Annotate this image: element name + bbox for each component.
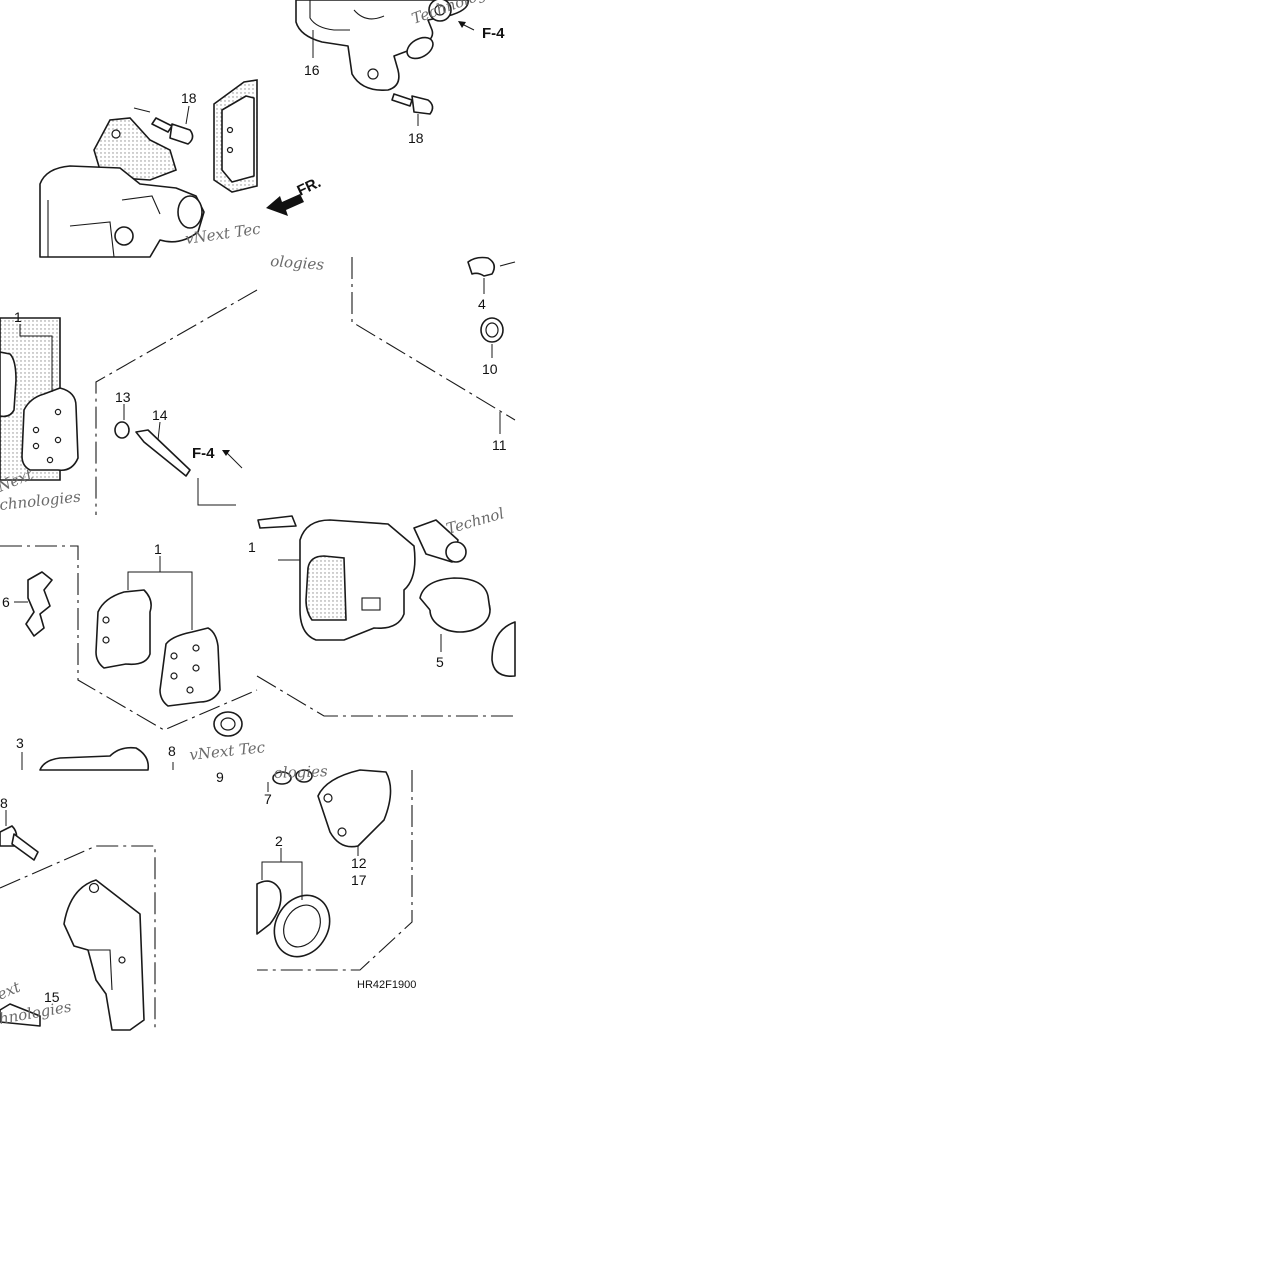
piston-top [419,577,491,611]
callout-5: 5 [436,654,444,670]
callout-7: 7 [264,791,272,807]
callout-16: 16 [304,62,320,78]
watermark: chnologies [0,488,82,514]
tile-caliper-top: F-4 16 18 Technologies [295,0,509,146]
tile-bracket: 8 15 ext hnologies [0,795,156,1031]
callout-1: 1 [154,541,162,557]
tile-seals: 4 10 11 [351,256,516,453]
callout-11: 11 [492,437,507,453]
pin-15 [0,1003,41,1027]
callout-9: 9 [216,769,224,785]
watermark: Technol [444,504,506,538]
pin-boot [406,36,434,60]
callout-8: 8 [168,743,176,759]
callout-3: 3 [16,735,24,751]
tile-pad-set-main: 6 1 3 8 9 vNext Tec [0,541,266,785]
tile-caliper-piston: 5 1 Technol [248,504,516,717]
seal-ring [491,621,516,677]
pin-boot [177,195,203,229]
bolt-18-shank [151,117,173,133]
seal-2-left [256,880,282,935]
callout-2: 2 [275,833,283,849]
callout-1: 1 [14,309,22,325]
caliper-window [305,555,347,621]
front-arrow-icon [266,194,304,216]
callout-4: 4 [478,296,486,312]
callout-8: 8 [0,795,8,811]
tile-caliper-assembly: 18 FR. vNext Tec ologies [39,79,325,274]
arrow-head [458,21,466,28]
bracket-12 [317,769,392,848]
bolt-8-shank [11,833,39,861]
callout-1-cut: 1 [248,539,256,555]
watermark: ext [0,977,24,1003]
washer-7 [272,771,292,785]
callout-6: 6 [2,594,10,610]
bleeder-screw [257,515,297,529]
callout-13: 13 [115,389,131,405]
callout-18: 18 [408,130,424,146]
pin-14 [135,429,191,477]
bleeder-port [114,226,134,246]
callout-14: 14 [152,407,168,423]
bolt-18-head [411,95,434,115]
ref-f4-mid: F-4 [192,445,215,462]
pad-plate [221,95,255,183]
tile-seal-kit: 7 12 17 2 HR42F1900 ologies [256,762,416,991]
bracket-15 [63,879,145,1031]
callout-17: 17 [351,872,367,888]
watermark: ologies [274,762,329,782]
callout-18: 18 [181,90,197,106]
ref-front: FR. [295,174,324,200]
caliper-body-edge [353,9,385,20]
bolt-18-shank [391,93,413,107]
pad-1-left [95,589,152,669]
callout-15: 15 [44,989,60,1005]
ref-f4-top: F-4 [482,25,505,42]
caliper-body-edge [309,0,350,31]
pad-left [0,351,17,418]
bleeder-hole [434,4,446,16]
callout-10: 10 [482,361,498,377]
cap-13 [114,421,130,439]
mount-hole [367,68,379,80]
pad-right [21,387,79,472]
watermark: vNext Tec [189,738,267,764]
bolt-18-head [169,123,194,145]
watermark: ologies [270,252,325,274]
diagram-code: HR42F1900 [357,979,416,991]
tile-pad-set-left: 1 13 14 F-4 Next chnologies [0,289,258,515]
caliper-3 [39,746,150,771]
arrow-head [222,450,230,456]
callout-12: 12 [351,855,367,871]
spring-6 [25,571,53,637]
bleeder-4 [467,256,496,277]
pad-1-right [159,627,221,707]
